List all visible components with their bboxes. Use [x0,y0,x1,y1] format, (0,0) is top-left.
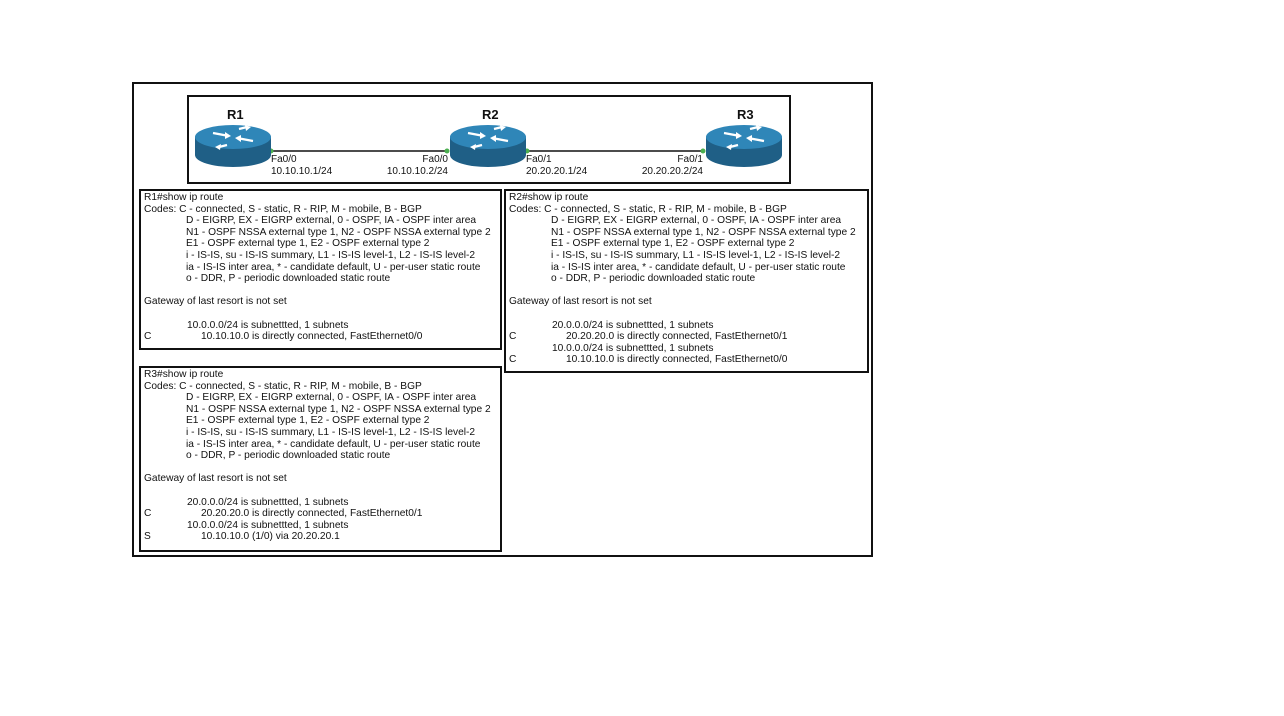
route-text: 10.10.10.0 is directly connected, FastEt… [201,331,423,343]
port-ip: 20.20.20.1/24 [526,166,588,177]
route-row: C 20.20.20.0 is directly connected, Fast… [509,331,864,343]
legend-line: Codes: C - connected, S - static, R - RI… [144,380,422,392]
route-code: C [509,331,517,343]
legend-line: Codes: C - connected, S - static, R - RI… [509,203,787,215]
route-row: C 20.20.20.0 is directly connected, Fast… [144,508,497,520]
port-ip: 10.10.10.2/24 [386,166,448,177]
legend-line: ia - IS-IS inter area, * - candidate def… [186,438,481,450]
router-name-r1: R1 [227,107,244,122]
route-text: 10.10.10.0 is directly connected, FastEt… [566,354,788,366]
port-iface: Fa0/0 [271,154,297,165]
port-label-r1-fa00: Fa0/0 10.10.10.1/24 [271,154,332,178]
route-text: 20.20.20.0 is directly connected, FastEt… [201,508,423,520]
cli-command: R1#show ip route [144,192,224,203]
legend-line: E1 - OSPF external type 1, E2 - OSPF ext… [186,415,430,427]
port-label-r2-fa00: Fa0/0 10.10.10.2/24 [384,154,448,178]
legend-line: ia - IS-IS inter area, * - candidate def… [551,261,846,273]
route-code [144,497,187,509]
port-ip: 20.20.20.2/24 [641,166,703,177]
route-code: S [144,531,151,543]
route-text: 10.0.0.0/24 is subnettted, 1 subnets [187,519,349,531]
route-row: 10.0.0.0/24 is subnettted, 1 subnets [144,520,497,532]
route-text: 10.10.10.0 (1/0) via 20.20.20.1 [201,531,340,543]
legend-line: E1 - OSPF external type 1, E2 - OSPF ext… [551,238,795,250]
legend-line: o - DDR, P - periodic downloaded static … [186,273,391,285]
port-ip: 10.10.10.1/24 [271,166,333,177]
legend-line: E1 - OSPF external type 1, E2 - OSPF ext… [186,238,430,250]
port-dot-r2-fa00 [444,148,450,154]
cli-command: R3#show ip route [144,369,224,380]
port-label-r2-fa01: Fa0/1 20.20.20.1/24 [526,154,587,178]
router-icon [450,125,526,167]
legend-line: Codes: C - connected, S - static, R - RI… [144,203,422,215]
route-row: C 10.10.10.0 is directly connected, Fast… [509,354,864,366]
route-code: C [144,331,152,343]
legend-line: i - IS-IS, su - IS-IS summary, L1 - IS-I… [551,249,841,261]
figure-frame [132,82,873,557]
router-name-r2: R2 [482,107,499,122]
legend-line: D - EIGRP, EX - EIGRP external, 0 - OSPF… [186,392,477,404]
cli-command: R2#show ip route [509,192,589,203]
r2-route-output: R2#show ip route Codes: C - connected, S… [504,189,869,373]
router-icon [195,125,271,167]
gateway-text: Gateway of last resort is not set [144,296,287,308]
route-row: 20.0.0.0/24 is subnettted, 1 subnets [509,320,864,332]
port-label-r3-fa01: Fa0/1 20.20.20.2/24 [638,154,703,178]
route-text: 10.0.0.0/24 is subnettted, 1 subnets [552,342,714,354]
route-text: 20.0.0.0/24 is subnettted, 1 subnets [552,319,714,331]
router-icon [706,125,782,167]
legend-line: D - EIGRP, EX - EIGRP external, 0 - OSPF… [186,215,477,227]
legend-line: ia - IS-IS inter area, * - candidate def… [186,261,481,273]
legend-line: o - DDR, P - periodic downloaded static … [186,450,391,462]
route-text: 20.20.20.0 is directly connected, FastEt… [566,331,788,343]
r1-route-output: R1#show ip route Codes: C - connected, S… [139,189,502,350]
legend-line: N1 - OSPF NSSA external type 1, N2 - OSP… [186,403,491,415]
route-code [509,343,552,355]
port-iface: Fa0/1 [526,154,552,165]
port-iface: Fa0/1 [677,154,703,165]
legend-line: D - EIGRP, EX - EIGRP external, 0 - OSPF… [551,215,842,227]
route-row: 10.0.0.0/24 is subnettted, 1 subnets [144,320,497,332]
legend-line: i - IS-IS, su - IS-IS summary, L1 - IS-I… [186,426,476,438]
route-code [144,520,187,532]
r3-route-output: R3#show ip route Codes: C - connected, S… [139,366,502,552]
route-row: 20.0.0.0/24 is subnettted, 1 subnets [144,497,497,509]
route-row: 10.0.0.0/24 is subnettted, 1 subnets [509,343,864,355]
legend-line: N1 - OSPF NSSA external type 1, N2 - OSP… [551,226,856,238]
route-text: 10.0.0.0/24 is subnettted, 1 subnets [187,319,349,331]
route-row: C 10.10.10.0 is directly connected, Fast… [144,331,497,343]
port-dot-r3-fa01 [700,148,706,154]
legend-line: o - DDR, P - periodic downloaded static … [551,273,756,285]
legend-line: i - IS-IS, su - IS-IS summary, L1 - IS-I… [186,249,476,261]
gateway-text: Gateway of last resort is not set [509,296,652,308]
router-name-r3: R3 [737,107,754,122]
route-code: C [144,508,152,520]
route-row: S 10.10.10.0 (1/0) via 20.20.20.1 [144,531,497,543]
route-code [509,320,552,332]
port-iface: Fa0/0 [422,154,448,165]
legend-line: N1 - OSPF NSSA external type 1, N2 - OSP… [186,226,491,238]
route-text: 20.0.0.0/24 is subnettted, 1 subnets [187,496,349,508]
route-code [144,320,187,332]
route-code: C [509,354,517,366]
gateway-text: Gateway of last resort is not set [144,473,287,485]
topology-frame [187,95,791,184]
